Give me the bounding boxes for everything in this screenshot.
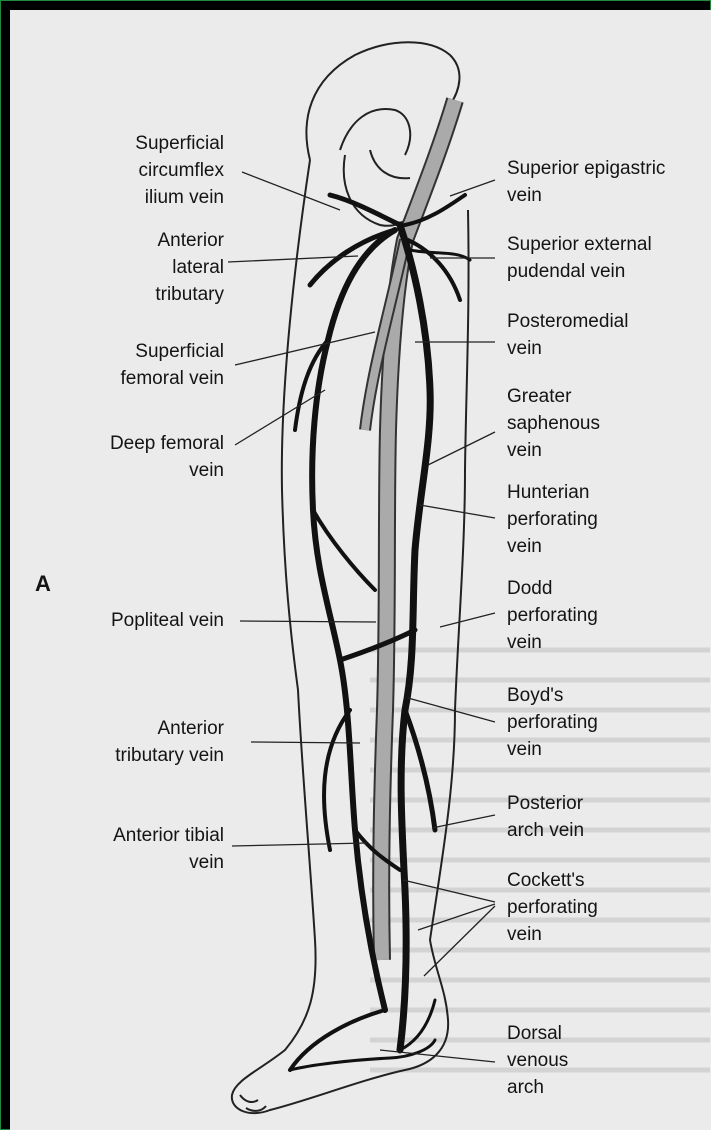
label-posteromedial-vein: Posteromedial vein: [507, 308, 628, 362]
panel-letter: A: [35, 570, 51, 597]
diagram-page: A Superficial circumflex ilium vein Ante…: [10, 10, 711, 1130]
label-dodd-perforating-vein: Dodd perforating vein: [507, 575, 598, 656]
label-dorsal-venous-arch: Dorsal venous arch: [507, 1020, 568, 1101]
label-popliteal-vein: Popliteal vein: [111, 607, 224, 634]
label-greater-saphenous-vein: Greater saphenous vein: [507, 383, 600, 464]
label-cocketts-perforating-vein: Cockett's perforating vein: [507, 867, 598, 948]
label-hunterian-perforating-vein: Hunterian perforating vein: [507, 479, 598, 560]
label-boyds-perforating-vein: Boyd's perforating vein: [507, 682, 598, 763]
label-superficial-circumflex-ilium-vein: Superficial circumflex ilium vein: [135, 130, 224, 211]
label-superficial-femoral-vein: Superficial femoral vein: [121, 338, 225, 392]
label-anterior-tributary-vein: Anterior tributary vein: [115, 715, 224, 769]
label-superior-epigastric-vein: Superior epigastric vein: [507, 155, 665, 209]
leg-outline: [232, 160, 469, 1113]
label-deep-femoral-vein: Deep femoral vein: [110, 430, 224, 484]
label-posterior-arch-vein: Posterior arch vein: [507, 790, 584, 844]
label-anterior-lateral-tributary: Anterior lateral tributary: [155, 227, 224, 308]
label-superior-external-pudendal-vein: Superior external pudendal vein: [507, 231, 652, 285]
label-anterior-tibial-vein: Anterior tibial vein: [113, 822, 224, 876]
